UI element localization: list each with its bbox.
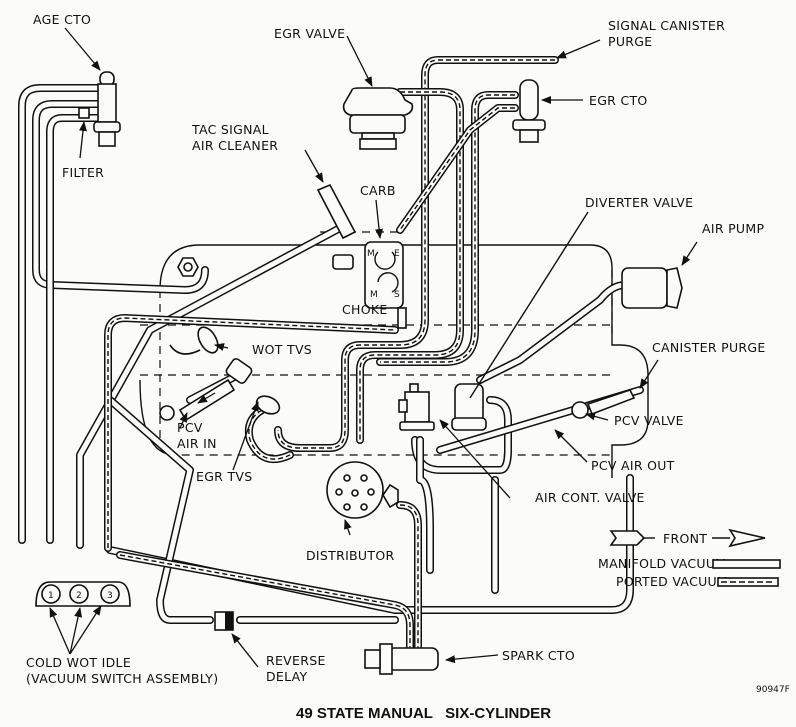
front-arrow-head-icon <box>728 528 766 548</box>
wot-tvs[interactable] <box>169 324 222 356</box>
label-choke: CHOKE <box>342 302 388 317</box>
vacuum-switch-assembly[interactable]: 1 2 3 <box>35 581 131 607</box>
label-signal-canister-1: SIGNAL CANISTER <box>608 18 725 33</box>
legend: FRONT MANIFOLD VACUUM PORTED VACUUM <box>598 528 781 589</box>
legend-front: FRONT <box>663 531 707 546</box>
tac-nut <box>177 257 199 277</box>
label-reverse-delay-2: DELAY <box>266 669 308 684</box>
air-control-valve[interactable] <box>398 383 435 431</box>
legend-manifold-vacuum: MANIFOLD VACUUM <box>598 556 726 571</box>
figure-id: 90947F <box>756 685 790 695</box>
switch-port-1: 1 <box>48 591 54 601</box>
ported-vacuum-hoses <box>104 56 559 654</box>
carb-port-m-bottom: M <box>370 290 378 300</box>
label-pcv-air-out: PCV AIR OUT <box>591 458 675 473</box>
carb-port-s: S <box>394 290 400 300</box>
label-tac-signal-1: TAC SIGNAL <box>191 122 269 137</box>
reverse-delay[interactable] <box>214 611 234 631</box>
pcv-valve[interactable] <box>571 389 636 419</box>
switch-port-3: 3 <box>107 591 113 601</box>
label-canister-purge: CANISTER PURGE <box>652 340 766 355</box>
manifold-vacuum-hoses <box>18 84 644 624</box>
label-egr-valve: EGR VALVE <box>274 26 345 41</box>
label-cold-wot-idle-1: COLD WOT IDLE <box>26 655 131 670</box>
leader-arrows <box>49 27 698 668</box>
label-reverse-delay-1: REVERSE <box>266 653 326 668</box>
egr-cto[interactable] <box>512 79 546 143</box>
label-wot-tvs: WOT TVS <box>252 342 312 357</box>
carb-port-m-top: M <box>367 249 375 259</box>
carburetor[interactable]: M E M S <box>332 241 407 329</box>
spark-cto[interactable] <box>364 643 439 675</box>
label-tac-signal-2: AIR CLEANER <box>192 138 278 153</box>
label-age-cto: AGE CTO <box>33 12 91 27</box>
label-distributor: DISTRIBUTOR <box>306 548 394 563</box>
distributor[interactable] <box>326 461 399 519</box>
air-pump[interactable] <box>621 267 683 309</box>
age-cto[interactable] <box>93 71 121 147</box>
label-air-pump: AIR PUMP <box>702 221 764 236</box>
label-pcv-air-in-1: PCV <box>177 420 203 435</box>
manifold-vacuum-swatch <box>712 559 781 569</box>
label-egr-cto: EGR CTO <box>589 93 648 108</box>
label-diverter-valve: DIVERTER VALVE <box>585 195 693 210</box>
label-air-cont-valve: AIR CONT. VALVE <box>535 490 645 505</box>
legend-ported-vacuum: PORTED VACUUM <box>616 574 728 589</box>
label-spark-cto: SPARK CTO <box>502 648 575 663</box>
label-pcv-air-in-2: AIR IN <box>177 436 217 451</box>
egr-tvs[interactable] <box>254 393 283 418</box>
filter[interactable] <box>78 107 90 119</box>
label-carb: CARB <box>360 183 396 198</box>
egr-valve[interactable] <box>342 87 414 150</box>
carb-port-e: E <box>394 249 400 259</box>
label-pcv-valve: PCV VALVE <box>614 413 684 428</box>
switch-port-2: 2 <box>76 591 82 601</box>
label-signal-canister-2: PURGE <box>608 34 652 49</box>
front-arrow-tail-icon <box>609 530 646 546</box>
component-labels: AGE CTO FILTER EGR VALVE TAC SIGNAL AIR … <box>26 12 766 686</box>
tac-signal-air-cleaner-fitting[interactable] <box>316 183 357 240</box>
diagram-title: 49 STATE MANUAL SIX-CYLINDER <box>296 705 551 722</box>
label-filter: FILTER <box>62 165 104 180</box>
label-egr-tvs: EGR TVS <box>196 469 252 484</box>
label-cold-wot-idle-2: (VACUUM SWITCH ASSEMBLY) <box>26 671 218 686</box>
diverter-valve[interactable] <box>451 383 487 431</box>
